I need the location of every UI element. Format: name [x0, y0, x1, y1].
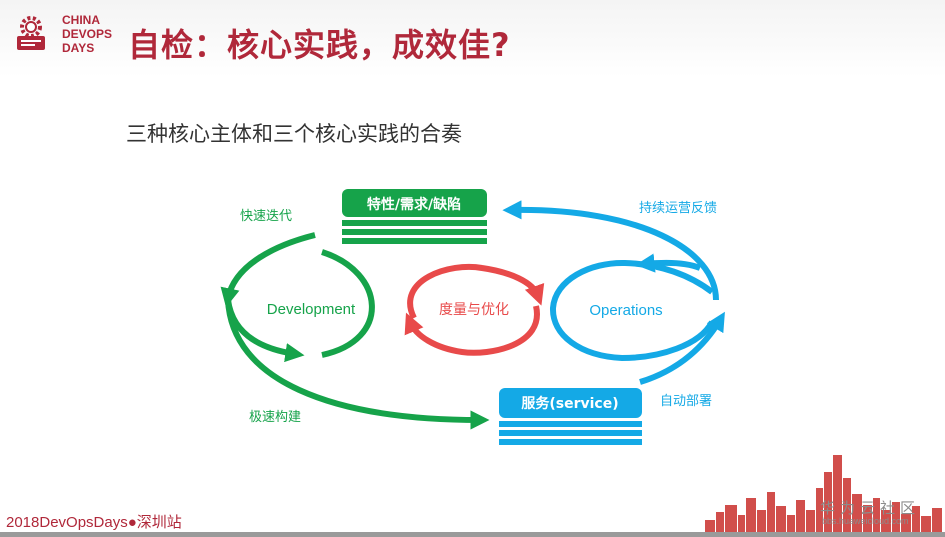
- rapid-build-arrow: [225, 299, 490, 430]
- metrics-label: 度量与优化: [439, 302, 509, 318]
- features-box: 特性/需求/缺陷: [342, 189, 487, 244]
- service-box-label: 服务(service): [521, 395, 618, 412]
- bottom-bar: [0, 532, 945, 537]
- operations-label: Operations: [589, 302, 662, 319]
- slide-subtitle: 三种核心主体和三个核心实践的合奏: [126, 122, 462, 146]
- header-band: [0, 0, 945, 78]
- auto-deploy-arrow: [639, 311, 725, 385]
- slide-title: 自检：核心实践，成效佳?: [128, 26, 511, 64]
- watermark-brand: 华为云社区: [820, 499, 921, 517]
- logo-line-devops: DEVOPS: [62, 27, 113, 41]
- watermark-url: bbs.huaweicloud.com: [822, 516, 909, 526]
- china-devops-days-logo: CHINA DEVOPS DAYS: [14, 12, 113, 58]
- event-footer: 2018DevOpsDays●深圳站: [6, 514, 182, 531]
- development-label: Development: [267, 301, 356, 318]
- ops-feedback-label: 持续运营反馈: [639, 201, 717, 216]
- auto-deploy-label: 自动部署: [660, 394, 712, 409]
- fast-iteration-arrow: [220, 232, 316, 308]
- operations-inner-arrow: [635, 253, 702, 273]
- metrics-arrow-top: [407, 263, 545, 320]
- logo-line-china: CHINA: [62, 13, 100, 27]
- metrics-arrow-bottom: [404, 305, 540, 356]
- logo-line-days: DAYS: [62, 41, 95, 55]
- service-box: 服务(service): [499, 388, 642, 445]
- fast-iteration-label: 快速迭代: [240, 209, 292, 224]
- features-box-label: 特性/需求/缺陷: [367, 196, 461, 213]
- rapid-build-label: 极速构建: [249, 410, 301, 425]
- gear-icon: [17, 16, 45, 50]
- development-cycle-arc: [321, 249, 375, 358]
- ops-feedback-arrow: [502, 200, 719, 301]
- city-skyline-decoration: [705, 455, 942, 532]
